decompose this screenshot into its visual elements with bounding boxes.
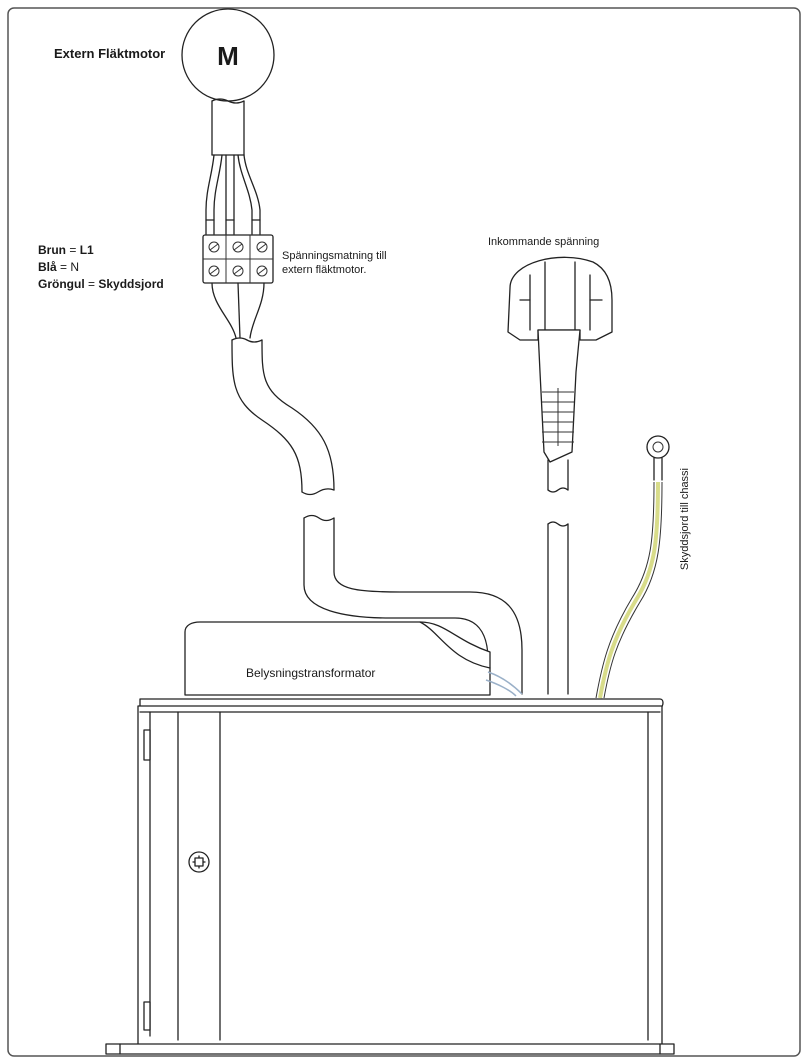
supply-cable-upper <box>231 339 335 493</box>
terminal-label-line1: Spänningsmatning till <box>282 250 387 262</box>
supply-wires <box>211 282 265 339</box>
plug-label: Inkommande spänning <box>488 236 599 248</box>
motor-label: Extern Fläktmotor <box>54 46 165 61</box>
legend-blue: Blå = N <box>38 260 79 274</box>
external-fan-motor: Extern Fläktmotor M <box>54 8 275 102</box>
terminal-label-line2: extern fläktmotor. <box>282 264 366 276</box>
earth-label: Skyddsjord till chassi <box>679 468 691 570</box>
legend-earth: Gröngul = Skyddsjord <box>38 277 164 291</box>
earth-wire: Skyddsjord till chassi <box>595 435 691 699</box>
transformer-label: Belysningstransformator <box>246 666 375 680</box>
mains-cable-lower <box>547 521 569 695</box>
earth-wire-green <box>598 481 660 699</box>
motor-cable-upper <box>205 98 261 235</box>
chassis <box>105 698 675 1055</box>
transformer: Belysningstransformator <box>184 621 523 697</box>
motor-symbol: M <box>217 41 239 71</box>
mains-plug: Inkommande spänning <box>488 236 613 493</box>
legend-brown: Brun = L1 <box>38 243 94 257</box>
wire-color-legend: Brun = L1 Blå = N Gröngul = Skyddsjord <box>38 243 164 291</box>
supply-cable-lower <box>303 517 523 695</box>
